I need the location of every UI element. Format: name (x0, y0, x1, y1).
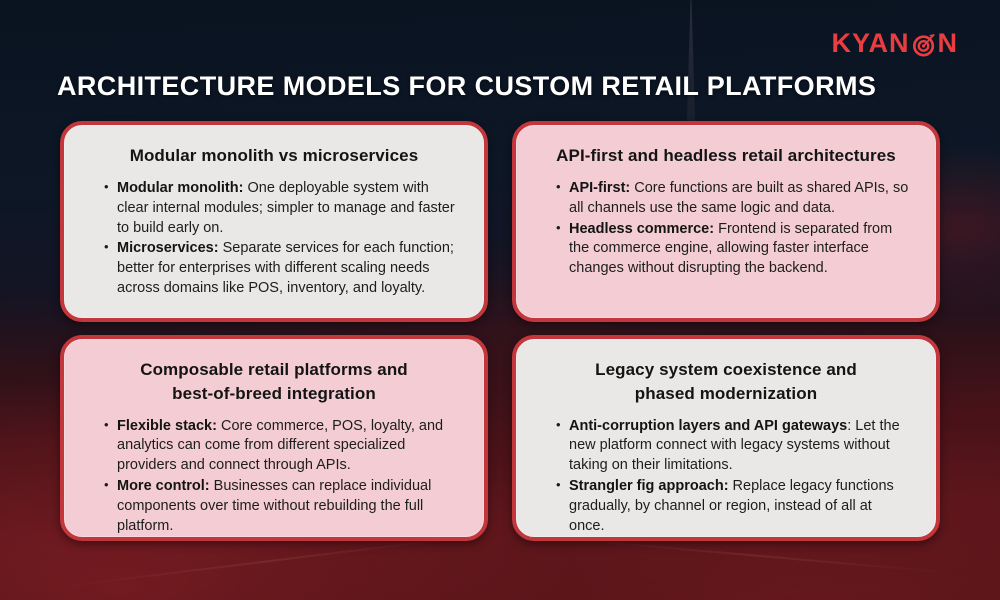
card-legacy-system-coexistence: Legacy system coexistence and phased mod… (512, 335, 940, 541)
card-title: Composable retail platforms and best-of-… (140, 360, 408, 403)
card-title: API-first and headless retail architectu… (556, 146, 896, 165)
bullet-item: API-first: Core functions are built as s… (556, 178, 910, 219)
card-bullet-list: Flexible stack: Core commerce, POS, loya… (90, 416, 458, 537)
target-dart-icon (911, 30, 937, 57)
skyscraper-silhouette (686, 0, 696, 150)
logo-text-right: N (937, 28, 958, 58)
card-bullet-list: API-first: Core functions are built as s… (542, 178, 910, 280)
card-composable-retail-platforms: Composable retail platforms and best-of-… (60, 335, 488, 541)
card-title: Modular monolith vs microservices (129, 146, 419, 165)
card-api-first-and-headless: API-first and headless retail architectu… (512, 121, 940, 322)
bullet-item: Anti-corruption layers and API gateways:… (556, 416, 910, 477)
card-modular-monolith-vs-microservices: Modular monolith vs microservices Modula… (60, 121, 488, 322)
logo-text-left: KYAN (831, 28, 910, 58)
cards-grid: Modular monolith vs microservices Modula… (60, 121, 940, 541)
bullet-item: Strangler fig approach: Replace legacy f… (556, 476, 910, 537)
card-bullet-list: Modular monolith: One deployable system … (90, 178, 458, 299)
card-bullet-list: Anti-corruption layers and API gateways:… (542, 416, 910, 537)
bullet-item: Headless commerce: Frontend is separated… (556, 219, 910, 280)
bullet-item: More control: Businesses can replace ind… (104, 476, 458, 537)
bullet-item: Flexible stack: Core commerce, POS, loya… (104, 416, 458, 477)
kyanon-logo: KYAN N (831, 30, 958, 57)
card-title: Legacy system coexistence and phased mod… (595, 360, 857, 403)
bullet-item: Microservices: Separate services for eac… (104, 238, 458, 299)
page-title: ARCHITECTURE MODELS FOR CUSTOM RETAIL PL… (57, 71, 877, 101)
bullet-item: Modular monolith: One deployable system … (104, 178, 458, 239)
